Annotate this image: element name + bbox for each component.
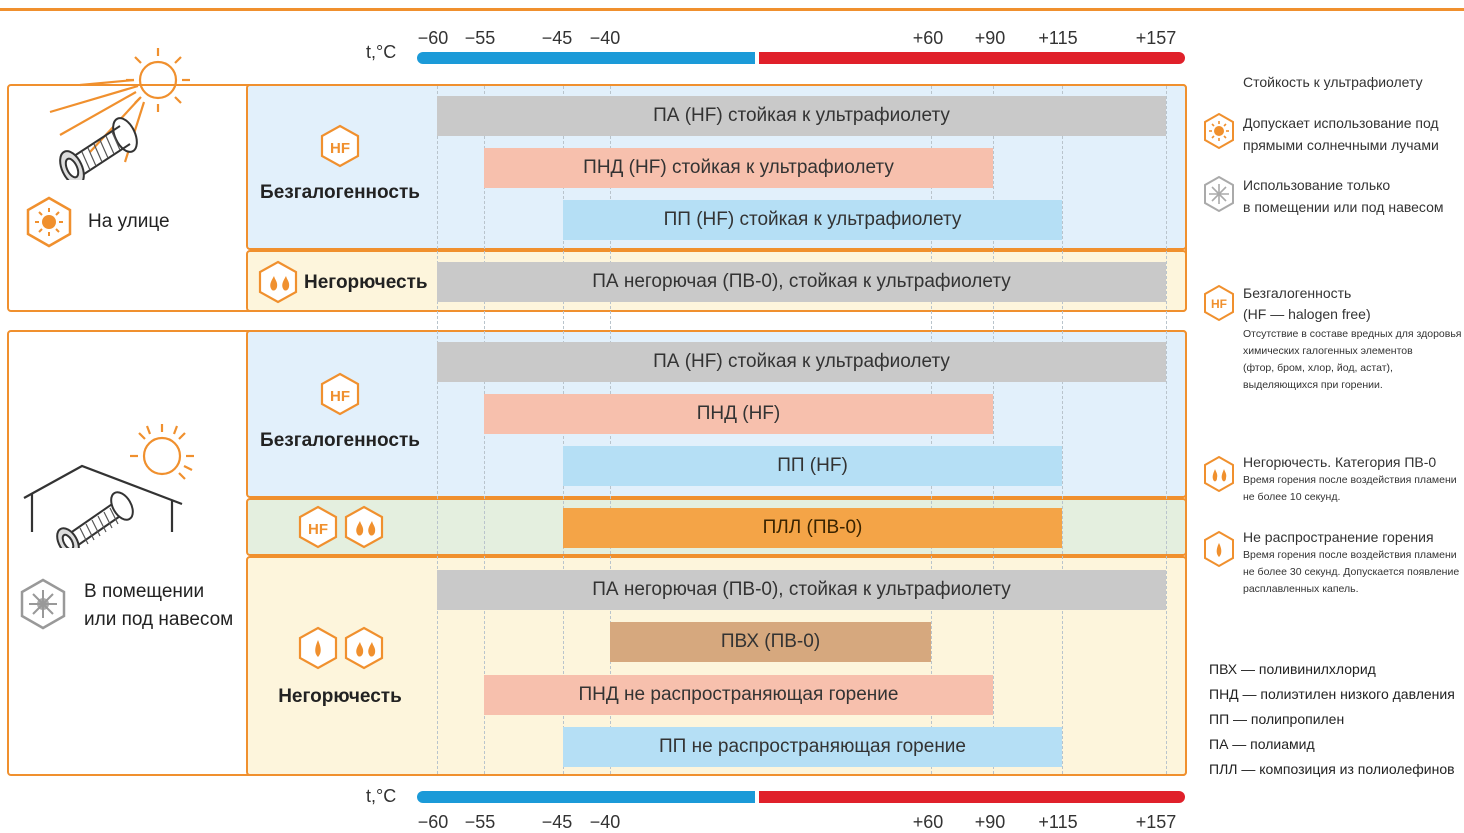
nonflammable-hexagon-icon xyxy=(344,505,384,549)
hf-badge-text: HF xyxy=(1211,297,1227,311)
scale-unit-bottom: t,°C xyxy=(366,786,397,806)
hot-scale-bar-top xyxy=(759,52,1185,64)
tick-label: +90 xyxy=(974,28,1006,48)
tick-label: +60 xyxy=(912,28,944,48)
guide-line xyxy=(993,86,994,774)
indoor-shelter-hose-illustration xyxy=(23,424,194,548)
cold-scale-bar-top xyxy=(417,52,755,64)
bar-pa-nonflam-uv-outdoor: ПА негорючая (ПВ-0), стойкая к ультрафио… xyxy=(437,262,1166,302)
tick-label: −60 xyxy=(417,28,449,48)
hf-badge-text: HF xyxy=(330,140,350,157)
tick-label: +157 xyxy=(1135,812,1177,832)
cold-scale-bar-bottom xyxy=(417,791,755,803)
legend-sun-text-2: прямыми солнечными лучами xyxy=(1243,137,1439,153)
legend-nonspread-desc-3: расплавленных капель. xyxy=(1243,583,1359,595)
hf-hexagon-icon: HF xyxy=(298,505,338,549)
legend-nonspread-desc-2: не более 30 секунд. Допускается появлени… xyxy=(1243,566,1460,578)
bar-pnd-nonspread-indoor: ПНД не распространяющая горение xyxy=(484,675,993,715)
legend-nonspread-text: Не распространение горения xyxy=(1243,529,1434,545)
bar-pvc-indoor: ПВХ (ПВ-0) xyxy=(610,622,931,662)
legend-hf-text-1: Безгалогенность xyxy=(1243,285,1352,301)
bar-pp-hf-indoor: ПП (HF) xyxy=(563,446,1062,486)
tick-label: −55 xyxy=(464,812,496,832)
bar-pp-hf-uv-outdoor: ПП (HF) стойкая к ультрафиолету xyxy=(563,200,1062,240)
indoor-place-label-line1: В помещении xyxy=(84,581,205,602)
sun-hexagon-icon xyxy=(26,196,72,248)
guide-line xyxy=(1166,86,1167,774)
snowflake-hexagon-icon xyxy=(20,578,66,630)
tick-label: +90 xyxy=(974,812,1006,832)
legend-hf-desc-3: (фтор, бром, хлор, йод, астат), xyxy=(1243,362,1393,374)
legend-sun-hexagon-icon xyxy=(1204,112,1234,150)
legend-hf-hexagon-icon: HF xyxy=(1204,284,1234,322)
non-spreading-hexagon-icon xyxy=(298,626,338,670)
hot-scale-bar-bottom xyxy=(759,791,1185,803)
legend-indoor-text-2: в помещении или под навесом xyxy=(1243,199,1444,215)
hf-badge-text: HF xyxy=(308,521,328,538)
legend-nonflam-desc-1: Время горения после воздействия пламени xyxy=(1243,474,1457,486)
legend-hf-desc-1: Отсутствие в составе вредных для здоровь… xyxy=(1243,328,1462,340)
tick-label: +115 xyxy=(1038,28,1078,48)
indoor-place-label-line2: или под навесом xyxy=(84,609,234,630)
bar-pa-hf-uv-outdoor: ПА (HF) стойкая к ультрафиолету xyxy=(437,96,1166,136)
scale-unit-top: t,°C xyxy=(366,42,397,62)
indoor-nonflam-label: Негорючесть xyxy=(278,686,402,707)
abbreviation-item: ПВХ — поливинилхлорид xyxy=(1209,661,1376,677)
abbreviation-item: ПА — полиамид xyxy=(1209,736,1315,752)
abbreviation-item: ПП — полипропилен xyxy=(1209,711,1345,727)
legend-hf-desc-2: химических галогенных элементов xyxy=(1243,345,1413,357)
abbreviation-item: ПНД — полиэтилен низкого давления xyxy=(1209,686,1455,702)
tick-label: −45 xyxy=(541,812,573,832)
tick-label: −60 xyxy=(417,812,449,832)
legend-nonflam-desc-2: не более 10 секунд. xyxy=(1243,491,1341,503)
tick-label: +60 xyxy=(912,812,944,832)
legend-nonspread-desc-1: Время горения после воздействия пламени xyxy=(1243,549,1457,561)
legend-snowflake-hexagon-icon xyxy=(1204,175,1234,213)
tick-label: +115 xyxy=(1038,812,1078,832)
legend-non-spreading-hexagon-icon xyxy=(1204,530,1234,568)
nonflammable-hexagon-icon xyxy=(344,626,384,670)
legend-uv-title: Стойкость к ультрафиолету xyxy=(1243,74,1423,90)
outdoor-place-label: На улице xyxy=(88,211,170,232)
bar-pnd-hf-uv-outdoor: ПНД (HF) стойкая к ультрафиолету xyxy=(484,148,993,188)
legend-sun-text-1: Допускает использование под xyxy=(1243,115,1439,131)
legend-hf-text-2: (HF — halogen free) xyxy=(1243,306,1371,322)
legend-nonflammable-hexagon-icon xyxy=(1204,455,1234,493)
tick-label: −40 xyxy=(589,28,621,48)
bar-pp-nonspread-indoor: ПП не распространяющая горение xyxy=(563,727,1062,767)
outdoor-hf-label: Безгалогенность xyxy=(260,182,420,203)
tick-label: −40 xyxy=(589,812,621,832)
hf-badge-text: HF xyxy=(330,388,350,405)
nonflammable-hexagon-icon xyxy=(258,260,298,304)
guide-line xyxy=(437,86,438,774)
legend-hf-desc-4: выделяющихся при горении. xyxy=(1243,379,1383,391)
bar-pnd-hf-indoor: ПНД (HF) xyxy=(484,394,993,434)
hf-hexagon-icon: HF xyxy=(320,372,360,416)
outdoor-nonflam-label: Негорючесть xyxy=(304,272,428,293)
tick-label: −45 xyxy=(541,28,573,48)
bar-pll-indoor: ПЛЛ (ПВ-0) xyxy=(563,508,1062,548)
abbreviation-item: ПЛЛ — композиция из полиолефинов xyxy=(1209,761,1455,777)
outdoor-sun-hose-illustration xyxy=(49,48,190,180)
legend-nonflam-text: Негорючесть. Категория ПВ-0 xyxy=(1243,454,1437,470)
tick-label: −55 xyxy=(464,28,496,48)
indoor-hf-label: Безгалогенность xyxy=(260,430,420,451)
hf-hexagon-icon: HF xyxy=(320,124,360,168)
top-accent-line xyxy=(0,8,1464,11)
legend-indoor-text-1: Использование только xyxy=(1243,177,1391,193)
bar-pa-nonflam-uv-indoor: ПА негорючая (ПВ-0), стойкая к ультрафио… xyxy=(437,570,1166,610)
bar-pa-hf-uv-indoor: ПА (HF) стойкая к ультрафиолету xyxy=(437,342,1166,382)
guide-line xyxy=(1062,86,1063,774)
tick-label: +157 xyxy=(1135,28,1177,48)
